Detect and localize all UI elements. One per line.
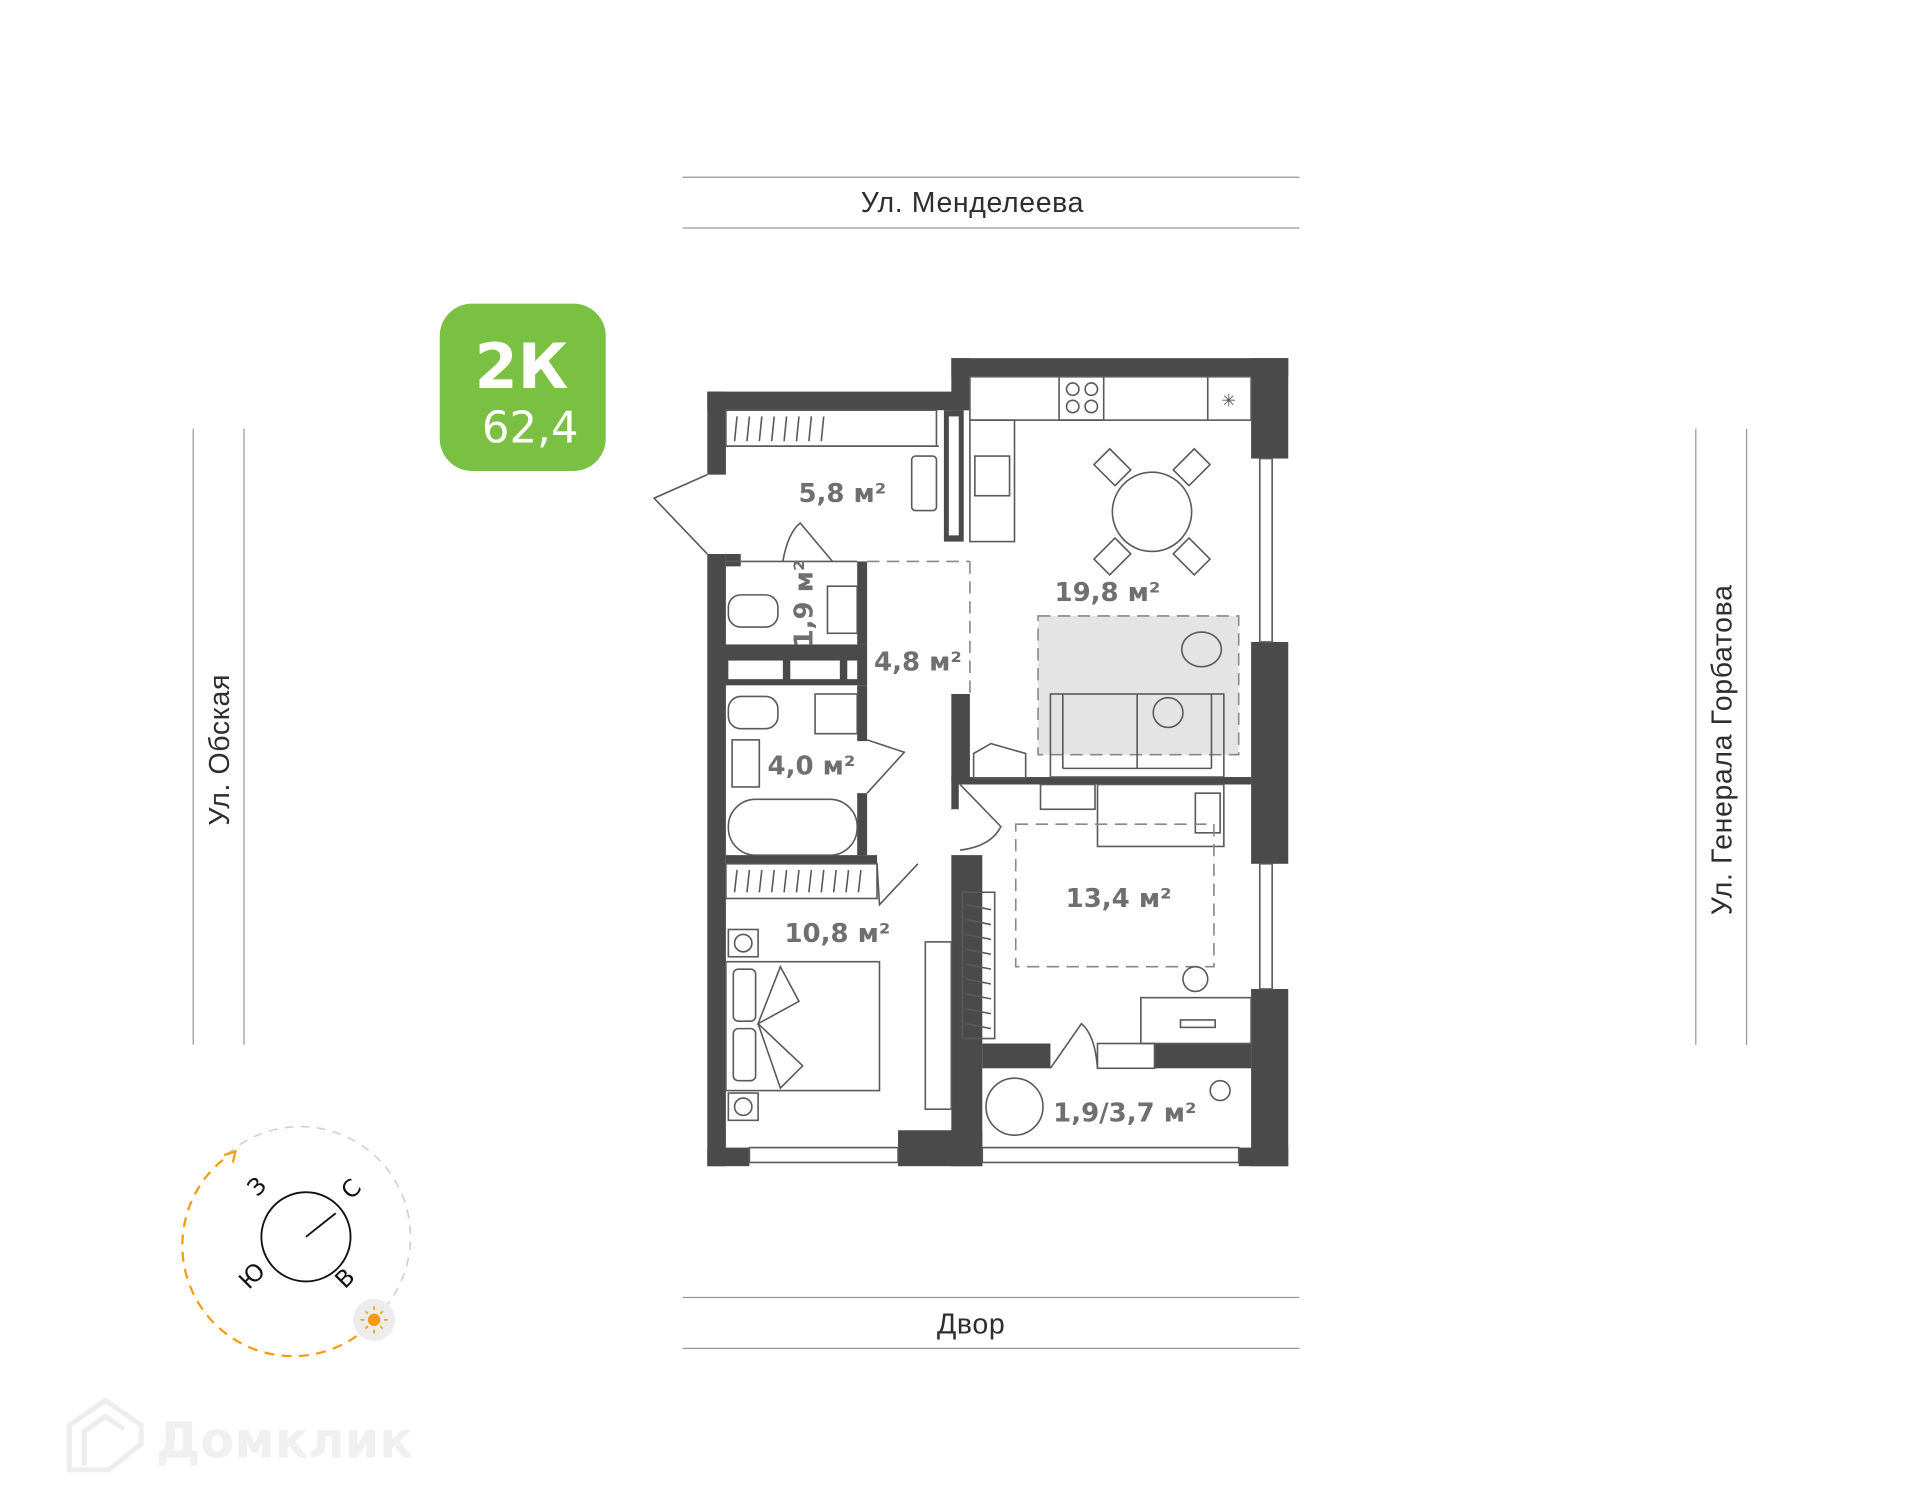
street-label-right: Ул. Генерала Горбатова (1707, 584, 1739, 915)
street-top: Ул. Менделеева (682, 176, 1300, 229)
dining-table (1092, 447, 1212, 576)
windows (748, 457, 1273, 1164)
floor-plan: ✳ (652, 358, 1289, 1167)
room-label-bathroom: 4,0 м² (767, 752, 855, 782)
street-right: Ул. Генерала Горбатова (1695, 428, 1748, 1045)
street-left: Ул. Обская (192, 428, 245, 1045)
svg-text:✳: ✳ (1222, 391, 1237, 411)
street-bottom: Двор (682, 1296, 1300, 1349)
street-label-top: Ул. Менделеева (861, 187, 1084, 219)
room-label-balcony: 1,9/3,7 м² (1053, 1099, 1196, 1129)
room-label-bedroom: 10,8 м² (784, 919, 890, 949)
badge-rooms: 2К (475, 330, 569, 403)
room-label-corridor: 4,8 м² (874, 647, 962, 677)
compass-north: С (335, 1173, 366, 1204)
badge-area: 62,4 (482, 403, 579, 453)
doors (652, 473, 1099, 1069)
bed (725, 960, 881, 1092)
room-label-hall: 5,8 м² (798, 479, 886, 509)
sun-icon (353, 1298, 396, 1341)
room-label-kitchen-living: 19,8 м² (1054, 578, 1160, 608)
compass-south: Ю (233, 1257, 271, 1295)
sofa (1049, 693, 1225, 778)
compass-west: З (242, 1171, 272, 1201)
room-label-wc: 1,9 м² (790, 560, 820, 648)
room-label-room: 13,4 м² (1066, 884, 1172, 914)
compass-east: В (329, 1263, 360, 1294)
domclick-logo: Домклик (66, 1397, 413, 1473)
street-label-left: Ул. Обская (204, 674, 236, 826)
street-label-bottom: Двор (937, 1308, 1005, 1340)
logo-text: Домклик (156, 1411, 413, 1469)
apartment-badge: 2К 62,4 (439, 303, 606, 471)
